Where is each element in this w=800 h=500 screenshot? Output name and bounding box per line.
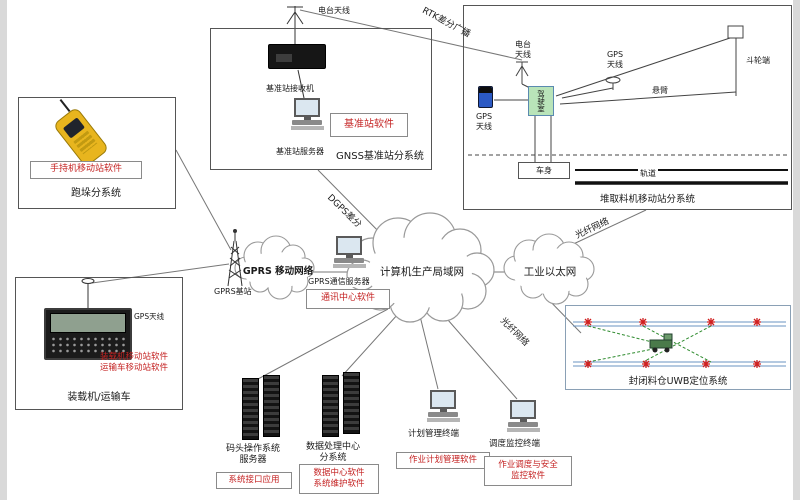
base-receiver-icon — [268, 44, 326, 69]
comm-center-software-label: 通讯中心软件 — [306, 289, 390, 309]
track-label: 轨道 — [638, 169, 658, 179]
tos-server-label: 码头操作系统 服务器 — [225, 444, 280, 466]
ethernet-cloud — [503, 233, 595, 305]
gnss-antenna-label: 电台天线 — [318, 6, 350, 15]
boom-label: 悬臂 — [652, 86, 668, 95]
plan-software-label: 作业计划管理软件 — [396, 452, 490, 469]
stacker-subsystem-box — [463, 5, 792, 210]
gnss-server-label: 基准站服务器 — [276, 147, 324, 156]
gprs-server-label: GPRS通信服务器 — [308, 277, 370, 287]
dpc-subsystem-label: 数据处理中心 分系统 — [305, 442, 360, 464]
gprs-cloud — [234, 235, 315, 300]
tos-software-label: 系统接口应用 — [216, 472, 292, 489]
loader-gps-antenna-label: GPS天线 — [134, 312, 165, 321]
dispatch-software-label: 作业调度与安全 监控软件 — [484, 456, 572, 486]
radio-antenna-icon — [286, 6, 305, 99]
dpc-server-tower-icon — [322, 375, 339, 437]
dpc-software-label: 数据中心软件 系统维护软件 — [299, 464, 379, 494]
dispatch-terminal-label: 调度监控终端 — [489, 439, 541, 449]
page-edge-left — [0, 0, 7, 500]
gprs-station-label: GPRS基站 — [214, 287, 252, 296]
dpc-server-tower-icon-2 — [343, 372, 360, 434]
gnss-software-label: 基准站软件 — [330, 113, 408, 137]
stacker-gps-antenna-label-2: GPS 天线 — [475, 112, 493, 131]
machine-body-box: 车身 — [518, 162, 570, 179]
gps-antenna-icon — [81, 278, 95, 308]
cabin-box: 驾驶室 — [528, 86, 554, 116]
stacker-reclaimer-drawing — [468, 25, 790, 185]
uwb-interior-drawing — [573, 318, 786, 368]
uwb-subsystem-title: 封闭料仓UWB定位系统 — [628, 376, 728, 387]
base-server-icon — [290, 98, 324, 130]
gprs-tower-icon — [227, 229, 243, 287]
plan-terminal-icon — [426, 390, 460, 422]
gprs-server-icon — [332, 236, 366, 268]
loader-subsystem-box — [15, 277, 183, 410]
stacker-subsystem-title: 堆取料机移动站分系统 — [600, 194, 696, 205]
ethernet-cloud-label: 工业以太网 — [523, 266, 577, 278]
uwb-anchor-icons — [584, 318, 761, 368]
tos-server-tower-icon-2 — [263, 375, 280, 437]
gnss-subsystem-box — [210, 28, 432, 170]
handheld-subsystem-title: 跑垛分系统 — [71, 188, 121, 199]
gprs-network-label: GPRS 移动网络 — [242, 266, 314, 277]
lan-cloud-label: 计算机生产局域网 — [380, 266, 464, 278]
tos-server-tower-icon — [242, 378, 259, 440]
plan-terminal-label: 计划管理终端 — [408, 429, 460, 439]
handheld-subsystem-box — [18, 97, 176, 209]
page-edge-right — [793, 0, 800, 500]
loader-subsystem-title: 装载机/运输车 — [67, 392, 131, 403]
gps-receiver-device-icon — [478, 86, 493, 108]
vehicle-terminal-icon — [44, 308, 132, 360]
uwb-vehicle-icon — [649, 333, 673, 353]
loader-software-label: 装载机移动站软件 运输车移动站软件 — [99, 352, 168, 374]
stacker-gps-antenna-label-1: GPS 天线 — [606, 50, 624, 69]
gnss-subsystem-title: GNSS基准站分系统 — [336, 151, 424, 162]
uwb-subsystem-box — [565, 305, 791, 390]
gnss-receiver-label: 基准站接收机 — [266, 84, 314, 93]
dispatch-terminal-icon — [506, 400, 540, 432]
stacker-radio-antenna-label: 电台 天线 — [515, 40, 531, 59]
handheld-software-label: 手持机移动站软件 — [30, 161, 142, 179]
bucket-wheel-label: 斗轮端 — [746, 56, 770, 65]
